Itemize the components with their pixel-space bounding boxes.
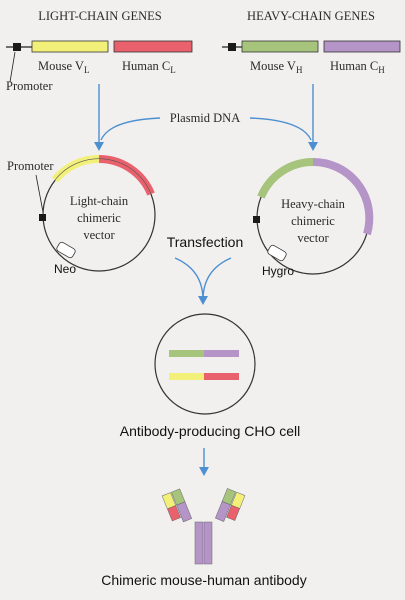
transfection-label: Transfection (167, 234, 244, 250)
light-chain-genes-title: LIGHT-CHAIN GENES (38, 9, 162, 23)
heavy-vector-human-c-arc (312, 157, 374, 236)
neo-marker-box (56, 241, 76, 259)
heavy-gene-promoter-box (228, 43, 236, 51)
plasmid-dna-label: Plasmid DNA (170, 111, 241, 125)
cho-light-human-c-segment (204, 373, 239, 380)
antibody-stem-right (203, 521, 213, 565)
antibody-right-heavy-constant (215, 501, 231, 522)
heavy-human-c-label: Human CH (330, 59, 385, 75)
light-vector-name-line2: chimeric (77, 211, 121, 225)
light-human-c-label: Human CL (122, 59, 176, 75)
cho-light-mouse-v-segment (169, 373, 204, 380)
transfection-arrows (174, 257, 232, 305)
cho-cell (154, 313, 256, 415)
light-vector-promoter-label: Promoter (7, 159, 54, 173)
light-vector-mouse-v-arc (51, 154, 100, 183)
heavy-mouse-v-segment (241, 40, 319, 53)
antibody-right-light-constant (226, 504, 241, 521)
cho-heavy-mouse-v-segment (169, 350, 204, 357)
light-vector-name-line3: vector (83, 228, 115, 242)
light-vector-promoter-box (39, 214, 46, 221)
heavy-human-c-segment (323, 40, 401, 53)
antibody-label: Chimeric mouse-human antibody (101, 572, 306, 588)
hygro-label: Hygro (262, 264, 294, 278)
heavy-chain-gene-construct: Mouse VH Human CH (222, 40, 401, 75)
heavy-vector-promoter-box (253, 216, 260, 223)
heavy-vector-name-line3: vector (297, 231, 329, 245)
light-chain-vector (35, 154, 156, 272)
heavy-chain-vector (253, 157, 374, 275)
light-gene-promoter-box (13, 43, 21, 51)
gene-to-vector-arrows (94, 84, 318, 151)
light-vector-name-line1: Light-chain (70, 194, 129, 208)
heavy-mouse-v-label: Mouse VH (250, 59, 303, 75)
light-chain-gene-construct: Promoter Mouse VL Human CL (6, 40, 193, 93)
antibody-stem-left (194, 521, 204, 565)
light-human-c-segment (113, 40, 193, 53)
light-gene-promoter-label: Promoter (6, 79, 53, 93)
light-mouse-v-segment (31, 40, 109, 53)
antibody-left-light-constant (167, 505, 181, 522)
heavy-vector-name-line1: Heavy-chain (281, 197, 346, 211)
cell-to-antibody-arrow (199, 448, 209, 476)
neo-label: Neo (54, 262, 76, 276)
light-mouse-v-label: Mouse VL (38, 59, 89, 75)
antibody-left-heavy-constant (176, 501, 193, 523)
light-vector-human-c-arc (98, 154, 155, 196)
cho-cell-label: Antibody-producing CHO cell (120, 423, 301, 439)
heavy-chain-genes-title: HEAVY-CHAIN GENES (247, 9, 375, 23)
hygro-marker-box (267, 244, 287, 262)
cho-heavy-human-c-segment (204, 350, 239, 357)
chimeric-antibody (161, 488, 246, 565)
heavy-vector-name-line2: chimeric (291, 214, 335, 228)
heavy-vector-mouse-v-arc (257, 157, 314, 199)
